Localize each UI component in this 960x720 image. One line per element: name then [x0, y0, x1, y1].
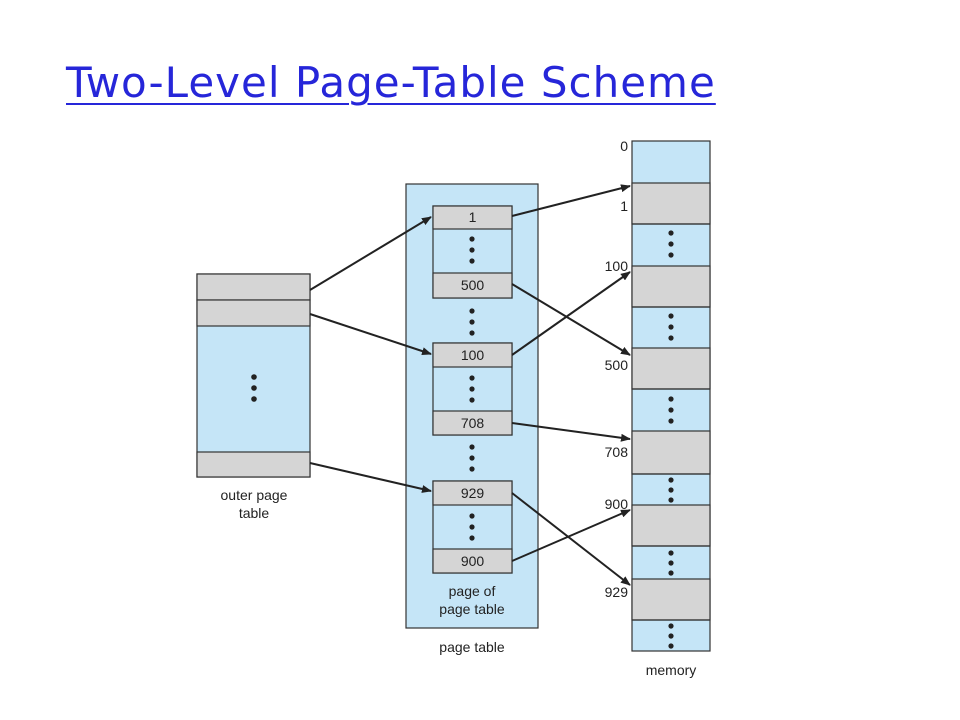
pt-entry-500: [432, 272, 513, 299]
pt-entry-label-900: 900: [461, 553, 485, 569]
memory-frame-929: [631, 578, 711, 621]
pt-entry-label-1: 1: [469, 209, 477, 225]
pt-entry-100: [432, 342, 513, 368]
page-table: 1 500 100 708 929 900 page of page table…: [405, 183, 539, 655]
memory-label-900: 900: [605, 496, 629, 512]
arrow-entry100-to-frame100: [511, 271, 631, 356]
memory-frame-500: [631, 347, 711, 390]
pt-entry-708: [432, 410, 513, 436]
memory-label-500: 500: [605, 357, 629, 373]
memory-frame-1: [631, 182, 711, 225]
memory-label: memory: [646, 662, 697, 678]
slide-title: Two-Level Page-Table Scheme: [66, 58, 716, 107]
page-table-label: page table: [439, 639, 505, 655]
arrow-entry708-to-frame708: [511, 422, 631, 442]
memory: 0 1 100 500 708 900 929 memory: [605, 138, 711, 678]
arrow-entry929-to-frame929: [511, 492, 631, 586]
page-of-page-table-label-line1: page of: [449, 583, 496, 599]
arrow-entry900-to-frame900: [511, 509, 631, 562]
page-of-page-table-label-line2: page table: [439, 601, 505, 617]
outer-entry-2: [196, 299, 311, 327]
outer-page-table-label-line1: outer page: [221, 487, 288, 503]
arrow-entry1-to-frame1: [511, 184, 631, 217]
memory-label-100: 100: [605, 258, 629, 274]
memory-frame-900: [631, 504, 711, 547]
outer-page-table-label-line2: table: [239, 505, 270, 521]
ellipsis-dots: [251, 374, 257, 402]
arrow-outerlast-to-group3: [309, 462, 432, 493]
arrow-entry500-to-frame500: [511, 283, 631, 356]
outer-entry-1: [196, 273, 311, 301]
arrow-outer1-to-group1: [309, 216, 432, 291]
outer-entry-last: [196, 451, 311, 478]
memory-label-929: 929: [605, 584, 629, 600]
outer-page-table: outer page table: [196, 273, 311, 521]
pt-entry-label-100: 100: [461, 347, 485, 363]
pt-entry-900: [432, 548, 513, 574]
memory-frame-708: [631, 430, 711, 475]
pt-entry-label-500: 500: [461, 277, 485, 293]
pt-entry-label-708: 708: [461, 415, 485, 431]
pt-entry-label-929: 929: [461, 485, 485, 501]
memory-label-1: 1: [620, 198, 628, 214]
memory-label-708: 708: [605, 444, 629, 460]
memory-frame-100: [631, 265, 711, 308]
mapping-arrows: [309, 184, 631, 586]
pt-entry-1: [432, 205, 513, 230]
pt-entry-929: [432, 480, 513, 506]
arrow-outer2-to-group2: [309, 313, 432, 355]
memory-label-0: 0: [620, 138, 628, 154]
